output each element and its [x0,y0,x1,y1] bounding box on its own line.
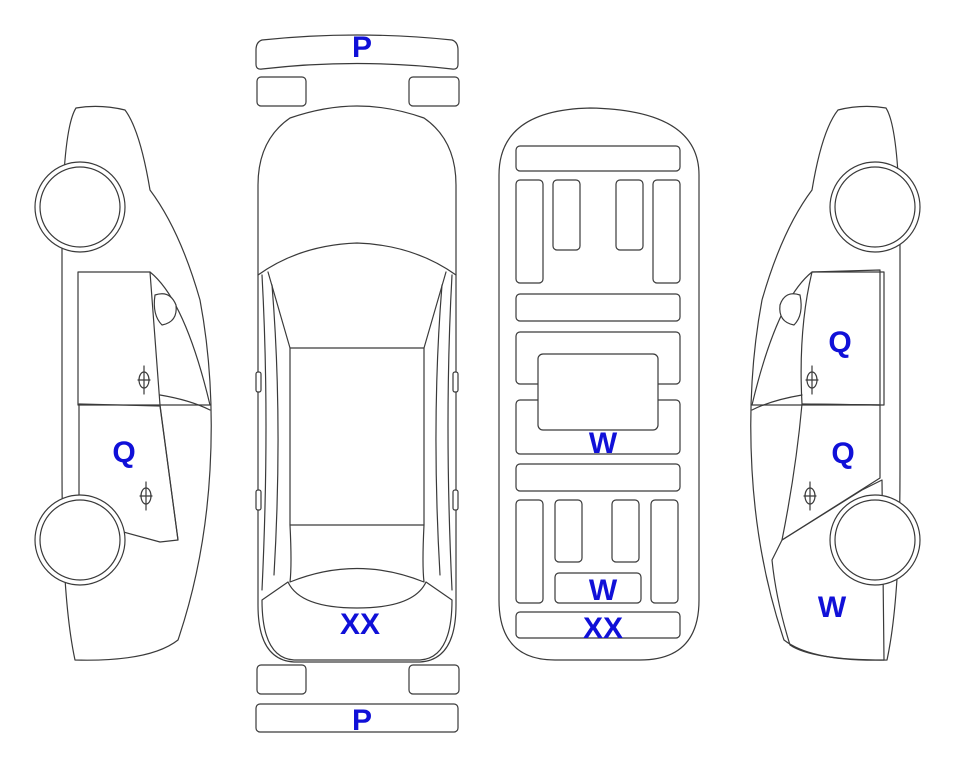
left-rear-handle [255,489,262,511]
top-view-roof [289,347,425,526]
right-front-wheel [834,499,916,581]
right-mirror [452,371,459,393]
rear-bumper-group: P [255,703,459,737]
underbody-view: W W XX [498,107,700,661]
right-side-belt-line [751,394,803,411]
right-rear-handle-icon [803,481,817,511]
top-view-right-side-line [447,274,453,591]
under-front-area[interactable] [515,611,681,639]
under-panel-a2 [552,179,581,251]
left-side-window [77,271,211,406]
under-rear-area[interactable] [554,572,642,604]
front-bumper-label: P [352,31,372,64]
under-panel-a1 [515,179,544,284]
rear-bumper-label: P [352,704,372,737]
right-front-handle-ring [806,371,818,389]
right-rear-wheel [834,166,916,248]
left-front-wheel [39,499,121,581]
under-panel-b1 [515,499,544,604]
front-left-lamp [256,76,307,107]
top-view-rear-label: XX [340,608,380,641]
right-side-view: W Q Q [750,105,921,661]
rear-left-lamp [256,664,307,695]
left-mirror [255,371,262,393]
left-side-mirror [153,293,177,326]
top-view-body-outline [257,105,457,663]
left-rear-wheel [39,166,121,248]
under-panel-b4 [650,499,679,604]
under-middle-label: W [589,427,618,460]
top-view-car: XX [255,105,459,663]
right-front-fender-label: W [818,591,847,624]
top-view-rear-window [289,524,425,583]
rear-bumper-shape[interactable] [255,703,459,733]
top-view-windshield [267,271,447,349]
under-panel-b3 [611,499,640,563]
left-rear-handle-ring [140,487,152,505]
right-rear-handle [452,489,459,511]
right-rear-door-label: Q [831,437,854,470]
top-view-rear-area[interactable] [261,581,453,661]
under-rear-label: W [589,574,618,607]
right-front-door-label: Q [828,326,851,359]
left-front-handle-ring [138,371,150,389]
top-view-hood-line [257,242,457,276]
right-front-fender[interactable] [771,479,885,661]
under-panel-a4 [652,179,681,284]
under-panel-a3 [615,179,644,251]
under-center-box [537,353,659,431]
front-bumper-shape[interactable] [255,34,459,70]
under-panel-b2 [554,499,583,563]
right-side-window [751,271,885,406]
top-view-left-side-line [261,274,267,591]
top-view-right-side-line-2 [435,284,443,576]
rear-right-lamp [408,664,460,695]
right-rear-door[interactable] [781,403,881,541]
left-side-belt-line [159,394,211,411]
under-panel-top [515,145,681,172]
under-panel-mid1 [515,293,681,322]
left-front-handle-icon [137,365,151,395]
front-right-lamp [408,76,460,107]
left-rear-door-label: Q [112,436,135,469]
top-view-left-side-line-2 [271,284,279,576]
front-bumper-group: P [255,31,459,70]
right-front-handle-icon [805,365,819,395]
left-side-view: Q [34,105,212,661]
right-side-mirror [779,293,802,326]
under-panel-mid3 [515,463,681,492]
under-front-label: XX [583,612,623,645]
left-rear-handle-icon [139,481,153,511]
right-rear-handle-ring [804,487,816,505]
